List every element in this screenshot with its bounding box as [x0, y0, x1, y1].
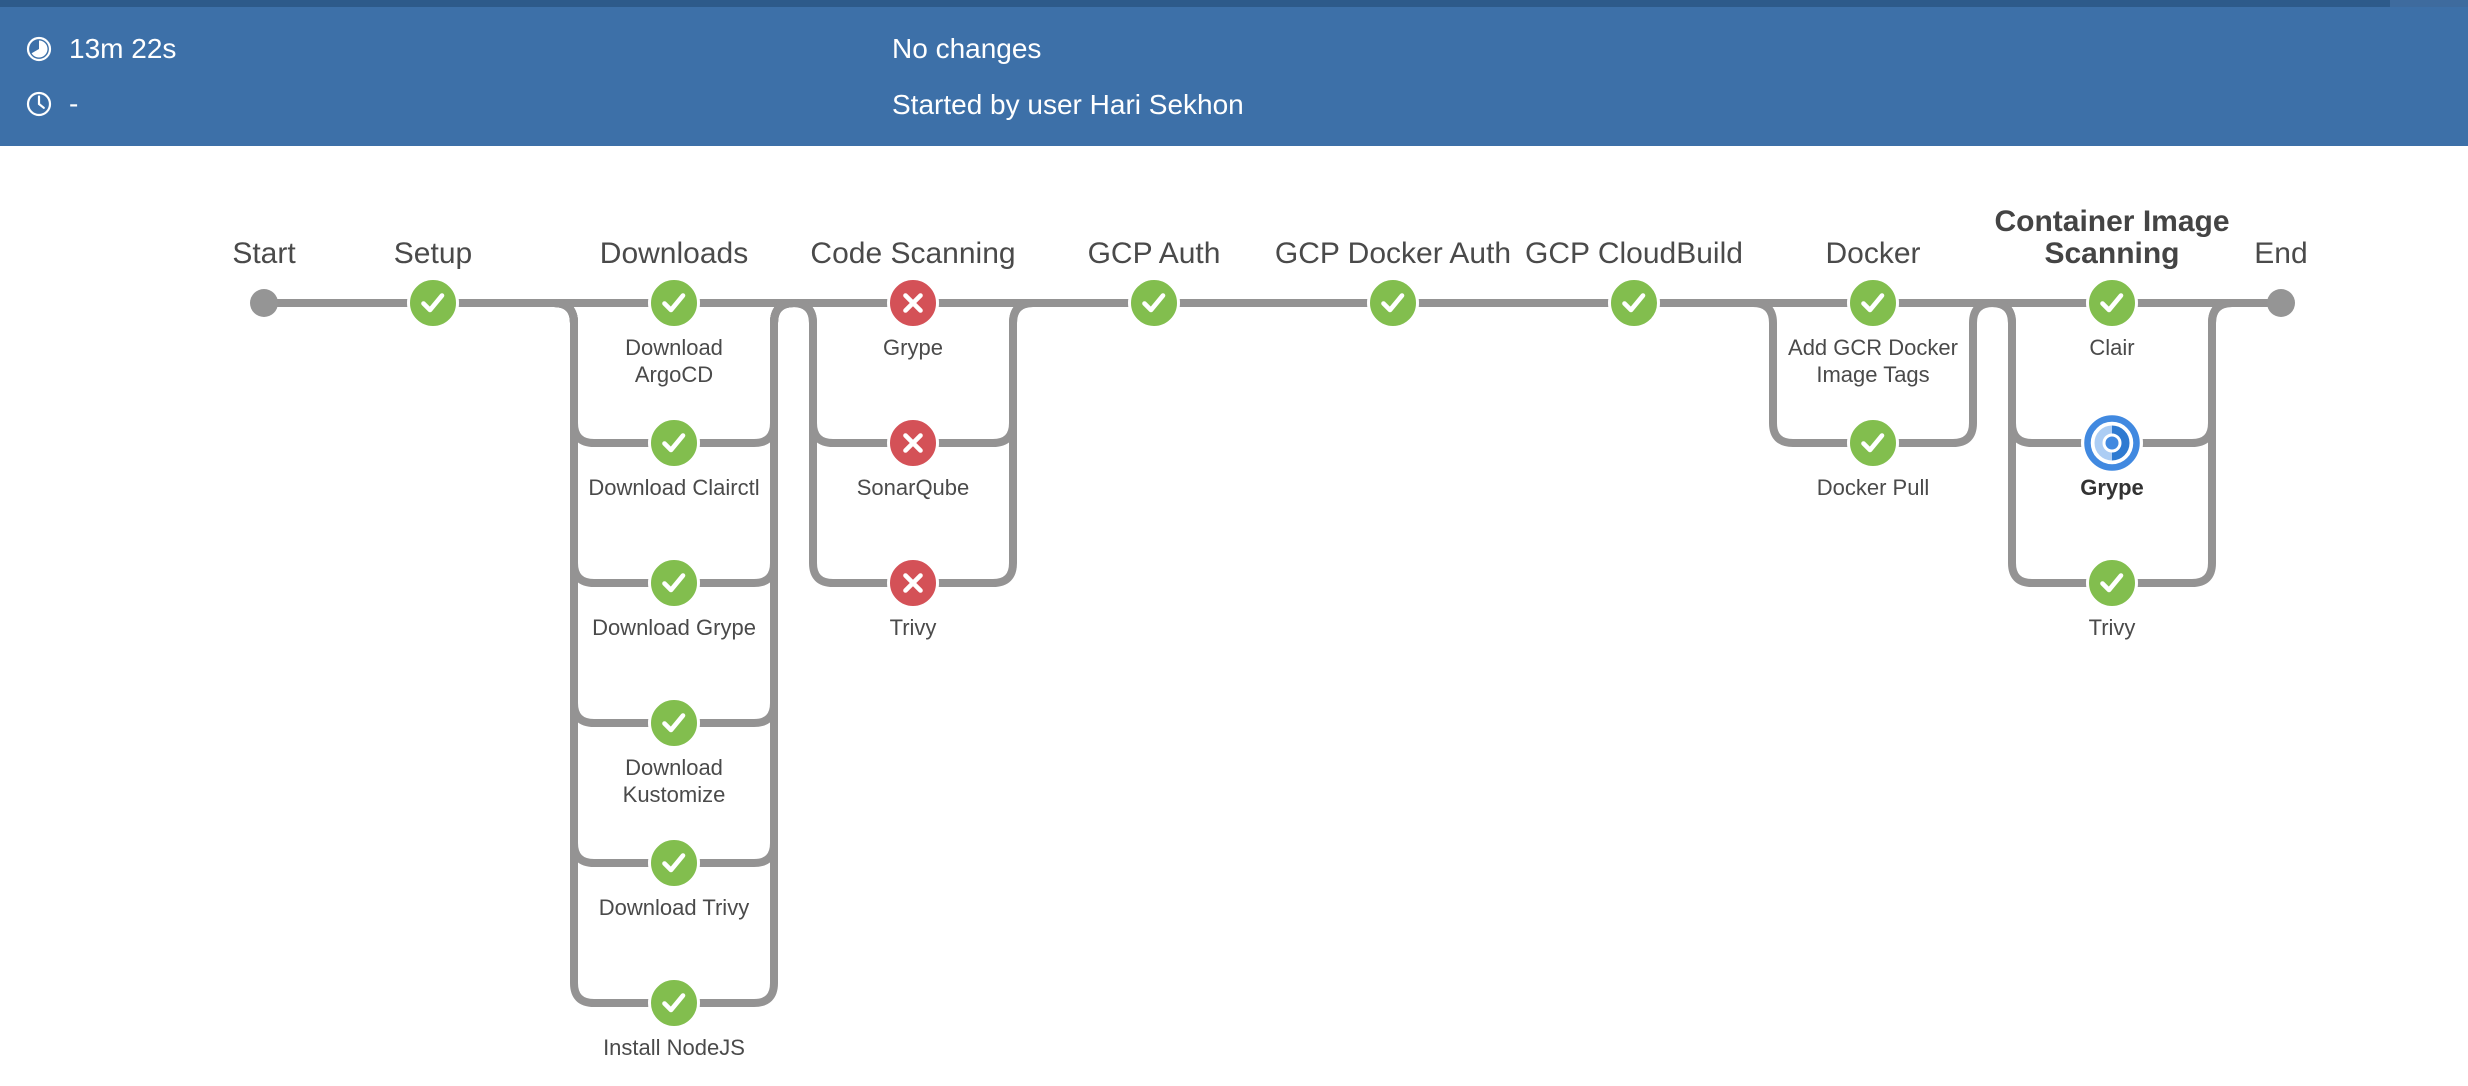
- duration-row: 13m 22s: [26, 32, 176, 66]
- start-time-text: -: [69, 88, 79, 119]
- stage-title-gcp-docker-auth: GCP Docker Auth: [1274, 237, 1512, 270]
- branch-node-install-nodejs[interactable]: [648, 977, 700, 1029]
- stage-node-gcp-docker-auth[interactable]: [1367, 277, 1419, 329]
- success-icon: [662, 573, 686, 593]
- stage-title-gcp-auth: GCP Auth: [1087, 237, 1221, 270]
- branch-node-download-argocd[interactable]: [648, 277, 700, 329]
- stage-node-gcp-auth[interactable]: [1128, 277, 1180, 329]
- stage-title-gcp-cloudbuild: GCP CloudBuild: [1525, 237, 1743, 270]
- branch-label-grype: Grype: [2080, 475, 2144, 500]
- branch-node-clair[interactable]: [2086, 277, 2138, 329]
- stage-title-end: End: [2254, 237, 2308, 270]
- success-icon: [662, 853, 686, 873]
- success-icon: [662, 293, 686, 313]
- success-icon: [1861, 433, 1885, 453]
- run-header: 13m 22s - No changes Started by user Har…: [0, 0, 2468, 146]
- stage-node-gcp-cloudbuild[interactable]: [1608, 277, 1660, 329]
- terminal-node-end: [2267, 289, 2295, 317]
- stage-title-container-image-scanning: Container Image Scanning: [1994, 205, 2230, 270]
- branch-node-add-gcr-docker-image-tags[interactable]: [1847, 277, 1899, 329]
- branch-label-grype: Grype: [883, 335, 943, 360]
- failure-icon: [903, 433, 923, 453]
- success-icon: [1381, 293, 1405, 313]
- success-icon: [1622, 293, 1646, 313]
- success-icon: [1861, 293, 1885, 313]
- timer-icon: [26, 36, 52, 62]
- top-scrollbar[interactable]: [0, 0, 2468, 7]
- success-icon: [662, 433, 686, 453]
- start-time-row: -: [26, 87, 78, 121]
- branch-node-docker-pull[interactable]: [1847, 417, 1899, 469]
- failure-icon: [903, 573, 923, 593]
- branch-label-download-clairctl: Download Clairctl: [588, 475, 760, 500]
- success-icon: [1142, 293, 1166, 313]
- branch-label-sonarqube: SonarQube: [856, 475, 970, 500]
- branch-label-trivy: Trivy: [889, 615, 937, 640]
- success-icon: [2100, 573, 2124, 593]
- branch-label-download-kustomize: Download Kustomize: [622, 755, 726, 807]
- branch-node-download-grype[interactable]: [648, 557, 700, 609]
- branch-label-trivy: Trivy: [2088, 615, 2136, 640]
- branch-node-download-kustomize[interactable]: [648, 697, 700, 749]
- stage-title-setup: Setup: [393, 237, 473, 270]
- branch-node-grype[interactable]: [887, 277, 939, 329]
- branch-label-install-nodejs: Install NodeJS: [603, 1035, 745, 1060]
- branch-label-download-trivy: Download Trivy: [598, 895, 750, 920]
- changes-text: No changes: [892, 33, 1042, 64]
- success-icon: [662, 713, 686, 733]
- branch-label-download-grype: Download Grype: [592, 615, 756, 640]
- stage-title-code-scanning: Code Scanning: [810, 237, 1016, 270]
- branch-label-download-argocd: Download ArgoCD: [625, 335, 723, 387]
- success-icon: [421, 293, 445, 313]
- branch-label-docker-pull: Docker Pull: [1816, 475, 1930, 500]
- branch-node-trivy[interactable]: [887, 557, 939, 609]
- branch-label-clair: Clair: [2089, 335, 2135, 360]
- branch-node-sonarqube[interactable]: [887, 417, 939, 469]
- branch-label-add-gcr-docker-image-tags: Add GCR Docker Image Tags: [1788, 335, 1958, 387]
- success-icon: [662, 993, 686, 1013]
- cause-text: Started by user Hari Sekhon: [892, 89, 1244, 120]
- clock-icon: [26, 91, 52, 117]
- failure-icon: [903, 293, 923, 313]
- branch-node-download-trivy[interactable]: [648, 837, 700, 889]
- stage-title-start: Start: [232, 237, 296, 270]
- stage-node-setup[interactable]: [407, 277, 459, 329]
- success-icon: [2100, 293, 2124, 313]
- branch-node-trivy[interactable]: [2086, 557, 2138, 609]
- stage-title-docker: Docker: [1825, 237, 1921, 270]
- duration-text: 13m 22s: [69, 33, 177, 64]
- stage-title-downloads: Downloads: [599, 237, 749, 270]
- branch-node-download-clairctl[interactable]: [648, 417, 700, 469]
- branch-node-grype[interactable]: [2080, 411, 2144, 475]
- top-scrollbar-track: [2390, 0, 2468, 7]
- terminal-node-start: [250, 289, 278, 317]
